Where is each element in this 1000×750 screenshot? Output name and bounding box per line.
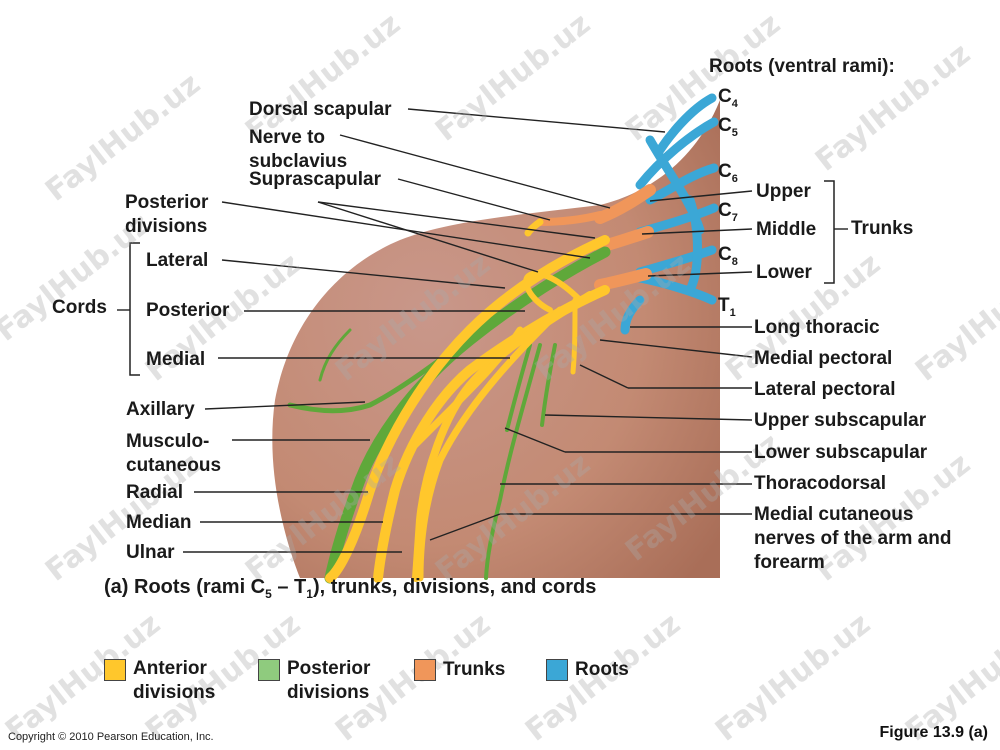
- legend-swatch-posterior: [258, 659, 280, 681]
- median-label: Median: [126, 512, 192, 533]
- medial-cutaneous-label: Medial cutaneous nerves of the arm and f…: [754, 504, 952, 573]
- figure-number: Figure 13.9 (a): [879, 724, 988, 741]
- musculocutaneous-label: Musculo- cutaneous: [126, 431, 222, 476]
- ulnar-label: Ulnar: [126, 542, 175, 563]
- root-label-c5: C5: [718, 115, 738, 139]
- long-thoracic-label: Long thoracic: [754, 317, 880, 338]
- root-label-t1: T1: [718, 295, 736, 319]
- thoracodorsal-label: Thoracodorsal: [754, 473, 886, 494]
- medial-pectoral-label: Medial pectoral: [754, 348, 893, 369]
- copyright-notice: Copyright © 2010 Pearson Education, Inc.: [8, 731, 214, 743]
- root-label-c6: C6: [718, 161, 738, 185]
- root-label-c4: C4: [718, 86, 738, 110]
- trunk-upper-label: Upper: [756, 181, 811, 202]
- suprascapular-label: Suprascapular: [249, 169, 381, 190]
- legend-label-anterior: Anterior divisions: [133, 658, 216, 703]
- legend-label-roots: Roots: [575, 659, 629, 680]
- upper-subscapular-label: Upper subscapular: [754, 410, 927, 431]
- dorsal-scapular-label: Dorsal scapular: [249, 99, 392, 120]
- lateral-pectoral-label: Lateral pectoral: [754, 379, 896, 400]
- trunks-group-label: Trunks: [851, 218, 914, 239]
- legend-swatch-trunks: [414, 659, 436, 681]
- left-leader-lines: [183, 108, 666, 553]
- radial-label: Radial: [126, 482, 184, 503]
- medial-cord-label: Medial: [146, 349, 206, 370]
- posterior-cord-label: Posterior: [146, 300, 230, 321]
- figure-caption: (a) Roots (rami C5 – T1), trunks, divisi…: [104, 576, 597, 601]
- anterior-divisions-group: [325, 235, 610, 583]
- roots-title: Roots (ventral rami):: [709, 56, 895, 77]
- trunk-middle-label: Middle: [756, 219, 817, 240]
- posterior-divisions-label: Posterior divisions: [125, 192, 209, 237]
- lateral-cord-label: Lateral: [146, 250, 209, 271]
- root-label-c7: C7: [718, 200, 738, 224]
- lower-subscapular-label: Lower subscapular: [754, 442, 928, 463]
- root-label-c8: C8: [718, 244, 738, 268]
- right-leader-lines: [429, 190, 848, 541]
- axillary-label: Axillary: [126, 399, 195, 420]
- legend-label-posterior: Posterior divisions: [287, 658, 371, 703]
- trunk-lower-label: Lower: [756, 262, 812, 283]
- legend-swatch-anterior: [104, 659, 126, 681]
- legend-label-trunks: Trunks: [443, 659, 506, 680]
- nerve-to-subclavius-label: Nerve to subclavius: [249, 127, 348, 172]
- cords-group-label: Cords: [52, 297, 107, 318]
- legend-swatch-roots: [546, 659, 568, 681]
